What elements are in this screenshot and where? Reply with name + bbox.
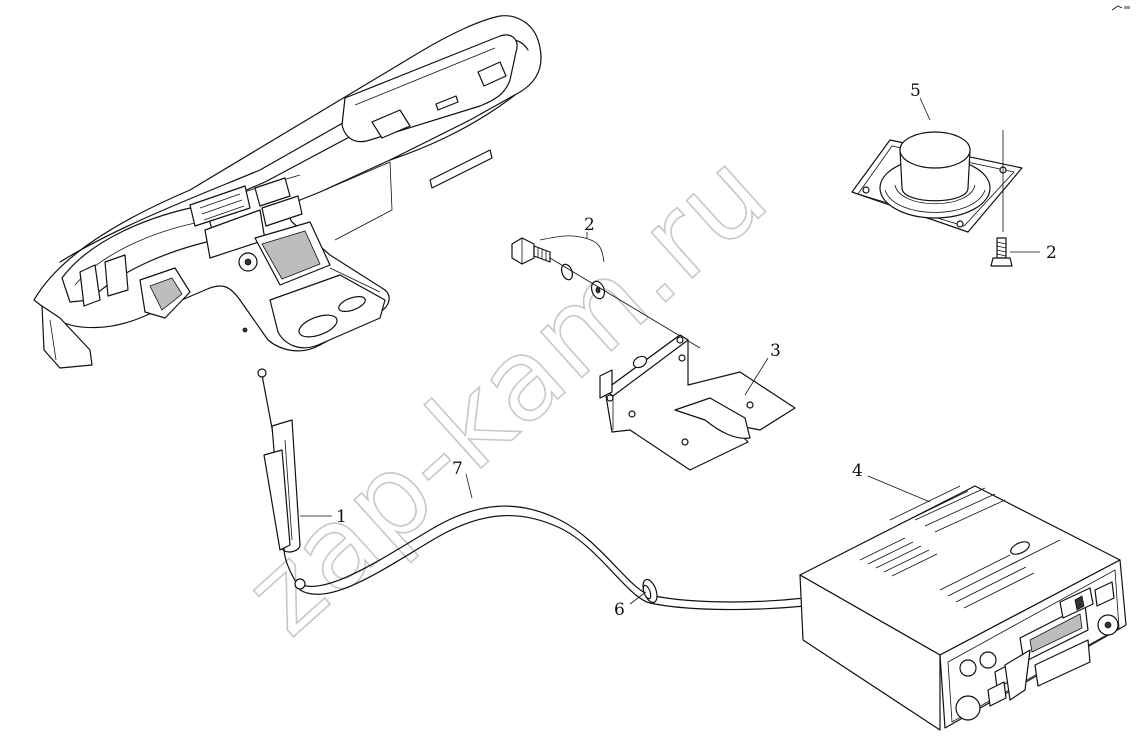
callout-6: 6 [614,600,625,620]
part-7-cable [294,505,806,611]
callout-2-bolt-set: 2 [584,215,595,235]
part-3-bracket [599,334,796,471]
part-1-antenna [257,368,301,583]
callout-1: 1 [336,507,347,527]
part-5-speaker [851,130,1023,233]
part-2-screw [990,237,1040,267]
callouts: 1 2 2 3 4 5 6 7 [336,81,1057,620]
dashboard-panel [33,15,542,369]
corner-mark [1111,5,1130,11]
part-2-bolt-set [511,232,701,349]
callout-4: 4 [852,461,863,481]
part-4-radio [799,485,1127,731]
callout-5: 5 [910,81,921,101]
callout-2-screw: 2 [1046,243,1057,263]
leader-lines [300,97,931,605]
callout-3: 3 [770,341,781,361]
callout-7: 7 [452,459,463,479]
